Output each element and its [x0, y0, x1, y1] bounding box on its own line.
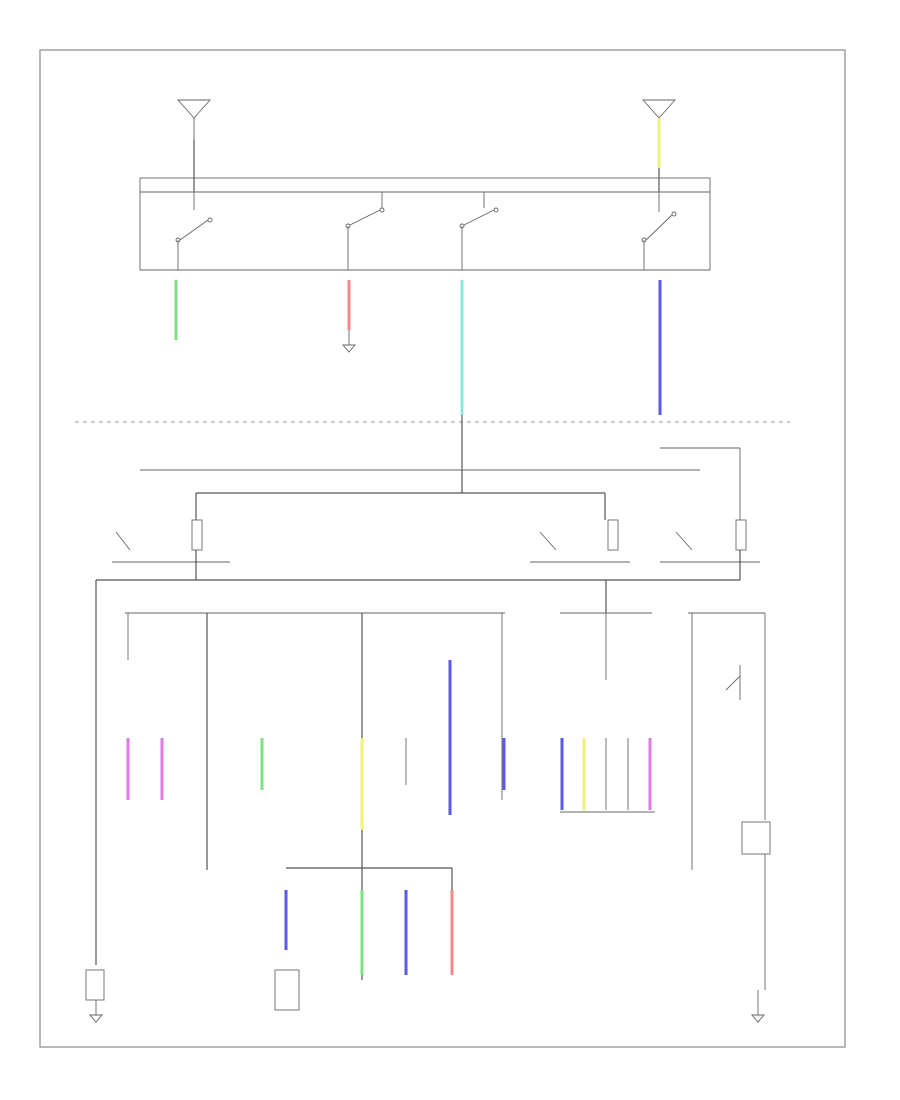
- component-box: [741, 821, 771, 855]
- source-left: [176, 99, 212, 140]
- ground-icon: [89, 1014, 103, 1023]
- switch-contact-icon: [539, 531, 557, 551]
- switch-contact-icon: [675, 531, 693, 551]
- switch-contact-icon: [641, 192, 677, 270]
- relay-coil-icon: [735, 519, 747, 551]
- switch-contact-icon: [115, 531, 131, 551]
- switch-contact-icon: [175, 192, 213, 270]
- switch-contact-icon: [459, 192, 499, 270]
- diagram-frame: [39, 49, 846, 1048]
- switch-contact-icon: [725, 675, 741, 691]
- component-box: [274, 969, 300, 1011]
- ground-icon: [342, 344, 356, 353]
- component-box: [85, 969, 105, 1001]
- relay-coil-icon: [607, 519, 619, 551]
- switch-contact-icon: [345, 192, 385, 270]
- relay-coil-icon: [191, 519, 203, 551]
- ground-icon: [751, 1014, 765, 1023]
